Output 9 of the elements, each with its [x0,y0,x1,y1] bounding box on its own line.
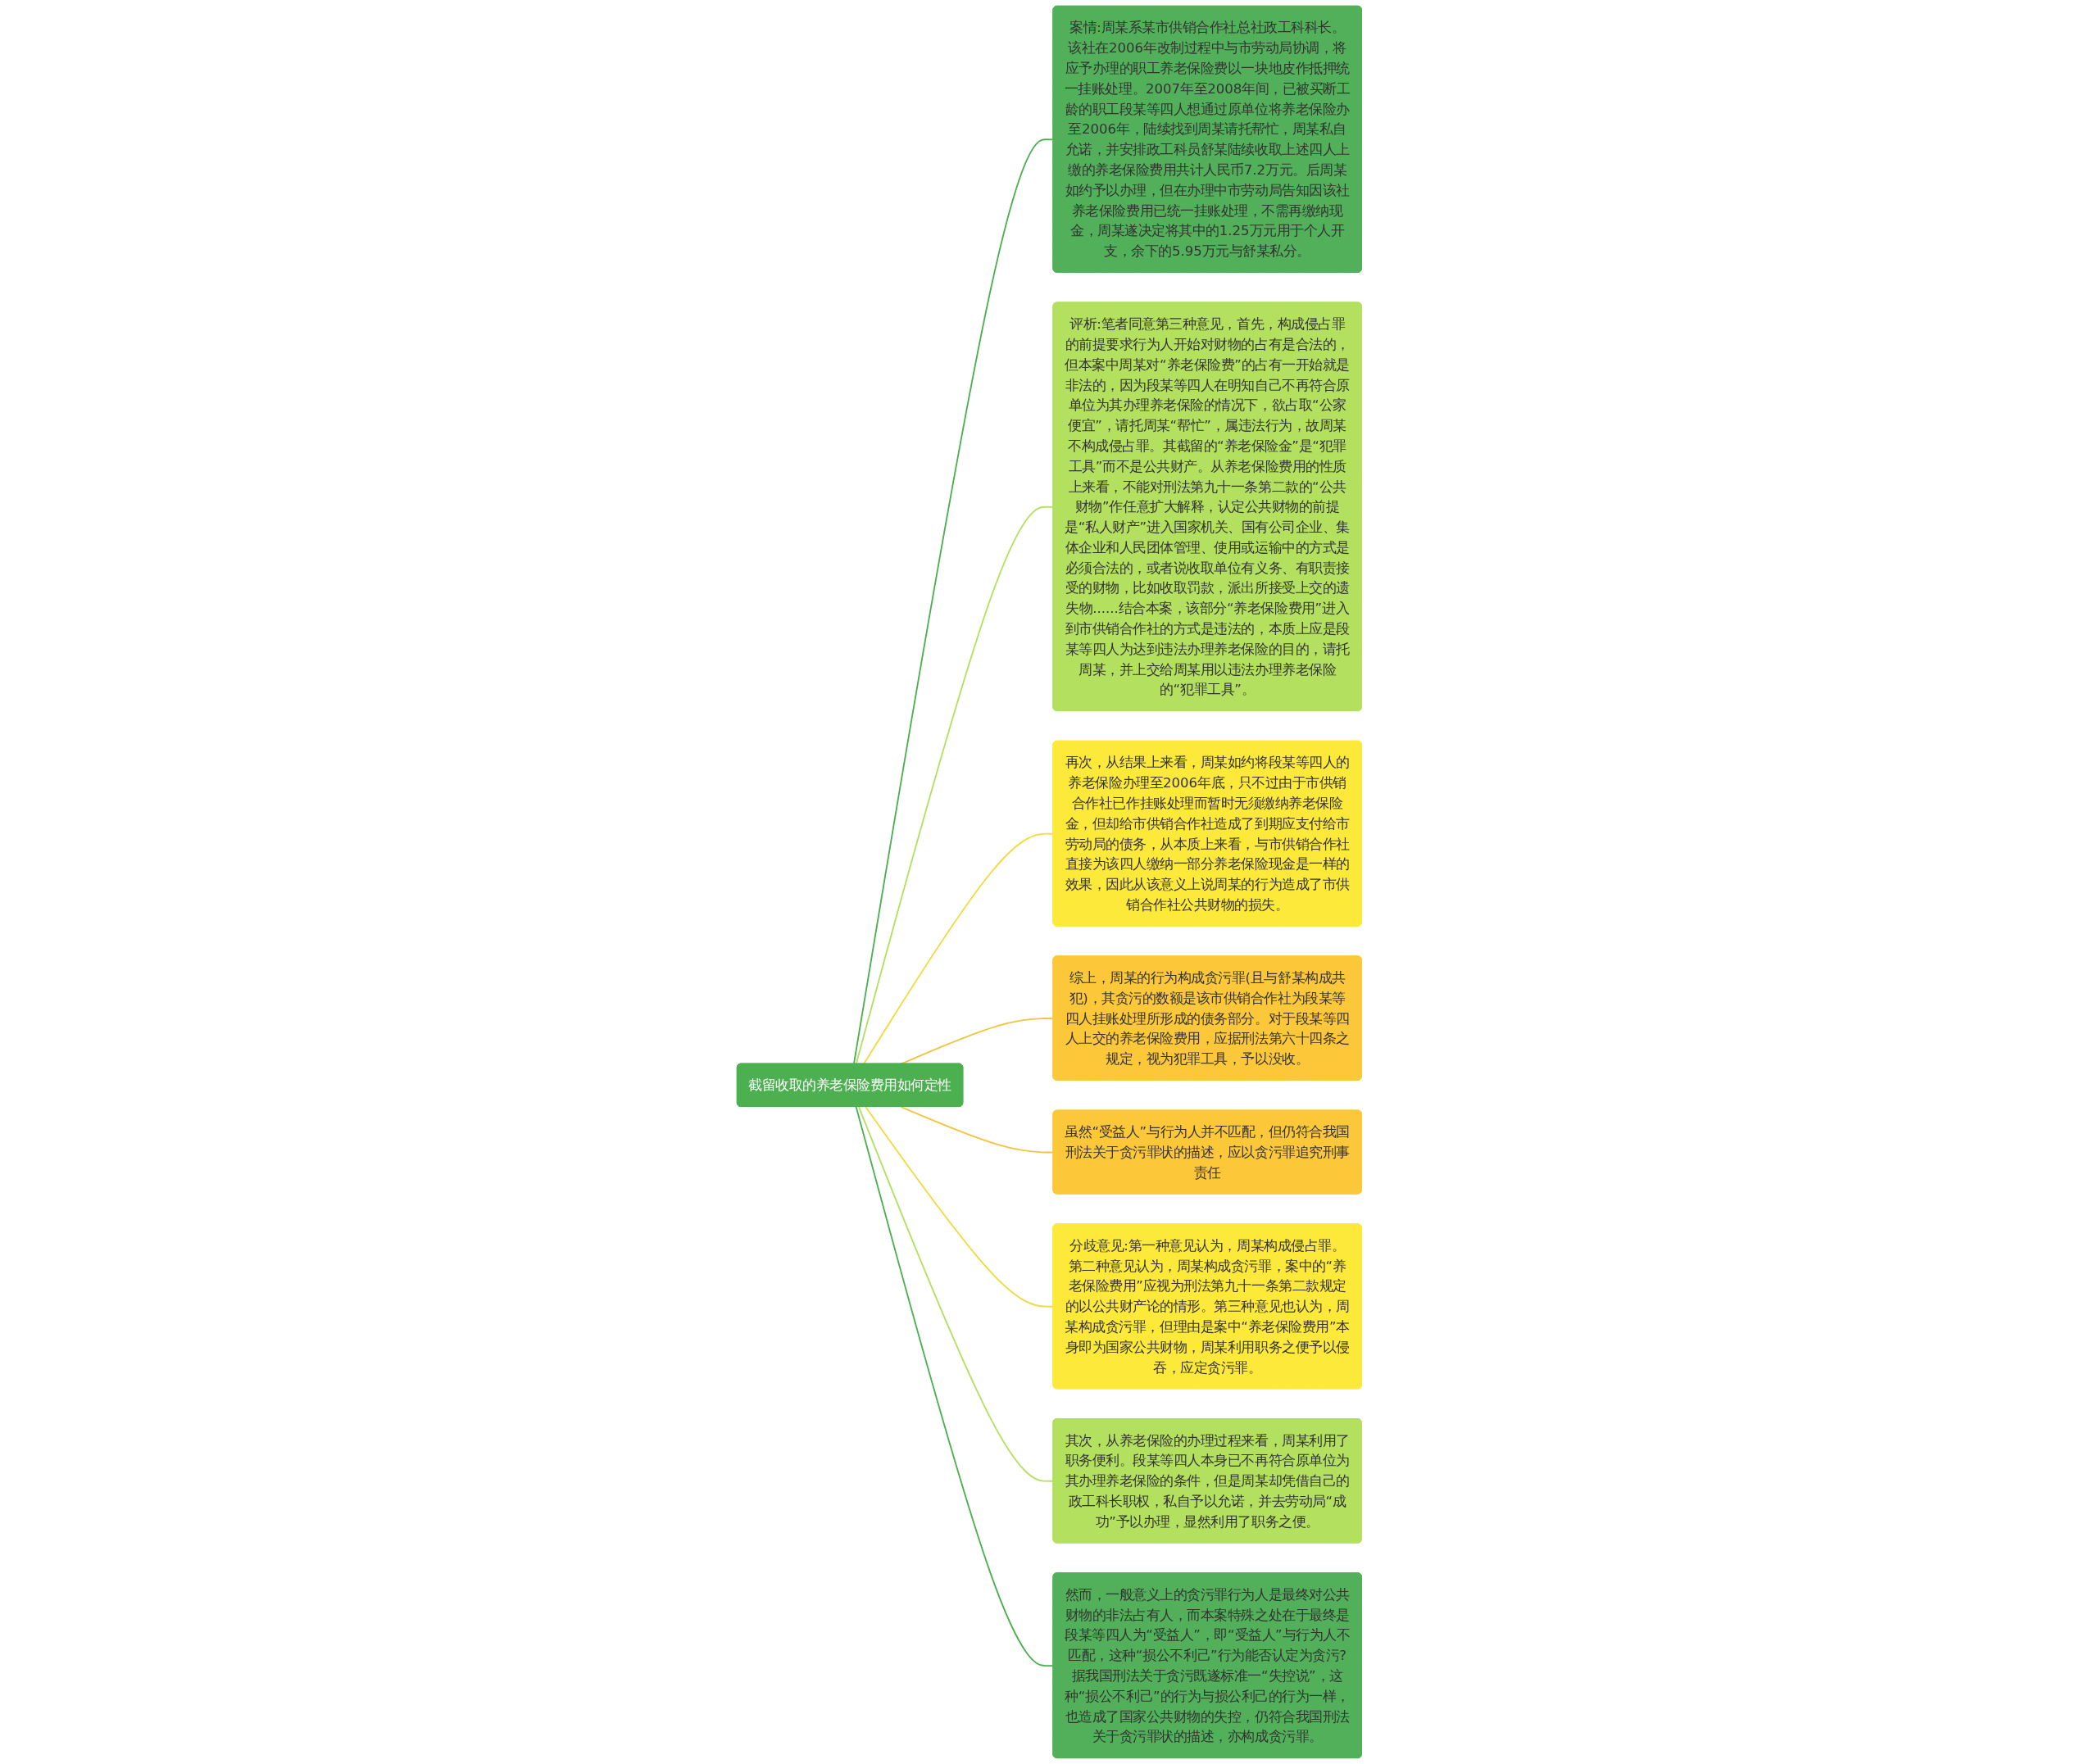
connector [900,1106,1054,1154]
mind-map: 截留收取的养老保险费用如何定性 案情:周某系某市供销合作社总社政工科科长。该社在2006年改制过程中与市劳动局协调，将应予办理的职工养老保险费以一块地皮作抵押统一挂账处理。2007年至2008年间，已被买断工龄的职工段某等四人想通过原单位将养老保险办至2006年，陆续找到周某请托帮忙，周某私自允诺，并安排政工科员舒某陆续收取上述四人上缴的养老保险费用共计人民币7.2万元。后周某如约予以办理，但在办理中市劳动局告知因该社养老保险费用已统一挂账处理，不需再缴纳现金，周某遂决定将其中的1.25万元用于个人开支，余下的5.95万元与舒某私分。 评析:笔者同意第三种意见，首先，构成侵占罪的前提要求行为人开始对财物的占有是合法的，但本案中周某对“养老保险费”的占有一开始就是非法的，因为段某等四人在明知自己不再符合原单位为其办理养老保险的情况下，欲占取“公家便宜”，请托周某“帮忙”，属违法行为，故周某不构成侵占罪。其截留的“养老保险金”是“犯罪工具”而不是公共财产。从养老保险费用的性质上来看，不能对刑法第九十一条第二款的“公共财物”作任意扩大解释，认定公共财物的前提是“私人财产”进入国家机关、国有公司企业、集体企业和人民团体管理、使用或运输中的方式是必须合法的，或者说收取单位有义务、有职责接受的财物，比如收取罚款，派出所接受上交的遗失物......结合本案，该部分“养老保险费用”进入到市供销合作社的方式是违法的，本质上应是段某等四人为达到违法办理养老保险的目的，请托周某，并上交给周某用以违法办理养老保险的“犯罪工具”。 再次，从结果上来看，周某如约将段某等四人的养老保险办理至2006年底，只不过由于市供销合作社已作挂账处理而暂时无须缴纳养老保险金，但却给市供销合作社造成了到期应支付给市劳动局的债务，从本质上来看，与市供销合作社直接为该四人缴纳一部分养老保险现金是一样的效果，因此从该意义上说周某的行为造成了市供销合作社公共财物的损失。 综上，周某的行为构成贪污罪(且与舒某构成共犯)，其贪污的数额是该市供销合作社为段某等四人挂账处理所形成的债务部分。对于段某等四人上交的养老保险费用，应据刑法第六十四条之规定，视为犯罪工具，予以没收。 虽然“受益人”与行为人并不匹配，但仍符合我国刑法关于贪污罪状的描述，应以贪污罪追究刑事责任 分歧意见:第一种意见认为，周某构成侵占罪。第二种意见认为，周某构成贪污罪，案中的“养老保险费用”应视为刑法第九十一条第二款规定的以公共财产论的情形。第三种意见也认为，周某构成贪污罪，但理由是案中“养老保险费用”本身即为国家公共财物，周某利用职务之便予以侵吞，应定贪污罪。 其次，从养老保险的办理过程来看，周某利用了职务便利。段某等四人本身已不再符合原单位为其办理养老保险的条件，但是周某却凭借自己的政工科长职权，私自予以允诺，并去劳动局“成功”予以办理，显然利用了职务之便。 然而，一般意义上的贪污罪行为人是最终对公共财物的非法占有人，而本案特殊之处在于最终是段某等四人为“受益人”，即“受益人”与行为人不匹配，这种“损公不利己”行为能否认定为贪污?据我国刑法关于贪污既遂标准一“失控说”，这种“损公不利己”的行为与损公利己的行为一样，也造成了国家公共财物的失控，仍符合我国刑法关于贪污罪状的描述，亦构成贪污罪。 [730,0,1368,1764]
connector [855,506,1054,1065]
connector [862,832,1054,1065]
connector [900,1018,1054,1065]
connector [855,1106,1054,1667]
connector [864,1106,1054,1308]
connector [857,1106,1054,1482]
connector [852,138,1054,1065]
